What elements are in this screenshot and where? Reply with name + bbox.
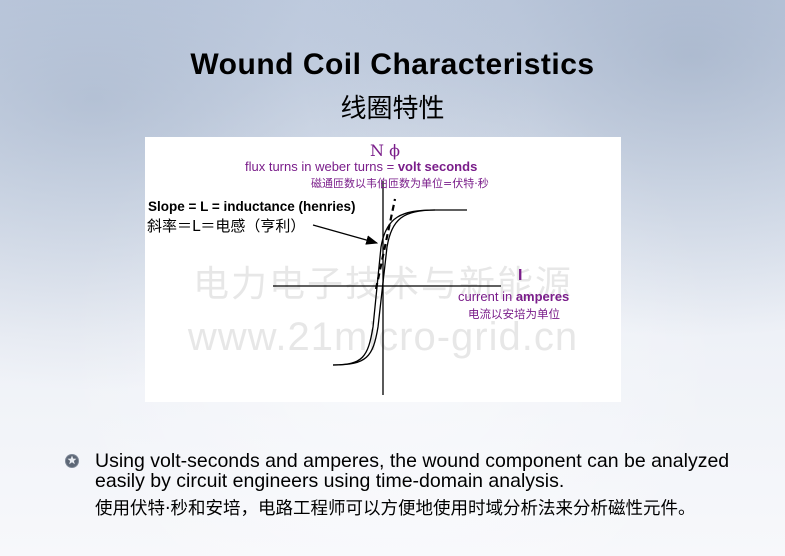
flux-label: flux turns in weber turns = volt seconds (245, 159, 478, 174)
bullet-text-en: Using volt-seconds and amperes, the woun… (95, 450, 730, 492)
slide-subtitle: 线圈特性 (340, 94, 445, 124)
slide-title: Wound Coil Characteristics (190, 48, 595, 81)
hysteresis-branch-upper (332, 209, 467, 366)
y-axis-symbol: N ϕ (370, 141, 400, 160)
x-axis-symbol: I (518, 267, 523, 284)
bullet-text-cn: 使用伏特·秒和安培，电路工程师可以方便地使用时域分析法来分析磁性元件。 (95, 499, 696, 519)
slope-dashed-line (374, 198, 397, 290)
slope-label: Slope = L = inductance (henries) (148, 199, 356, 214)
hysteresis-branch-lower (332, 209, 436, 366)
flux-label-cn: 磁通匝数以韦伯匝数为单位=伏特·秒 (311, 177, 489, 190)
current-label: current in amperes (458, 289, 570, 304)
curve-graphic (273, 181, 501, 395)
slope-label-cn: 斜率＝L＝电感（亨利） (147, 217, 306, 235)
bullet-gear-icon (65, 454, 79, 468)
slope-arrow (312, 224, 379, 245)
current-label-cn: 电流以安培为单位 (468, 307, 560, 321)
watermark-cn: 电力电子技术与新能源 (192, 264, 573, 305)
bh-curve-diagram: 电力电子技术与新能源 www.21micro-grid.cn N ϕ flux … (145, 137, 621, 402)
